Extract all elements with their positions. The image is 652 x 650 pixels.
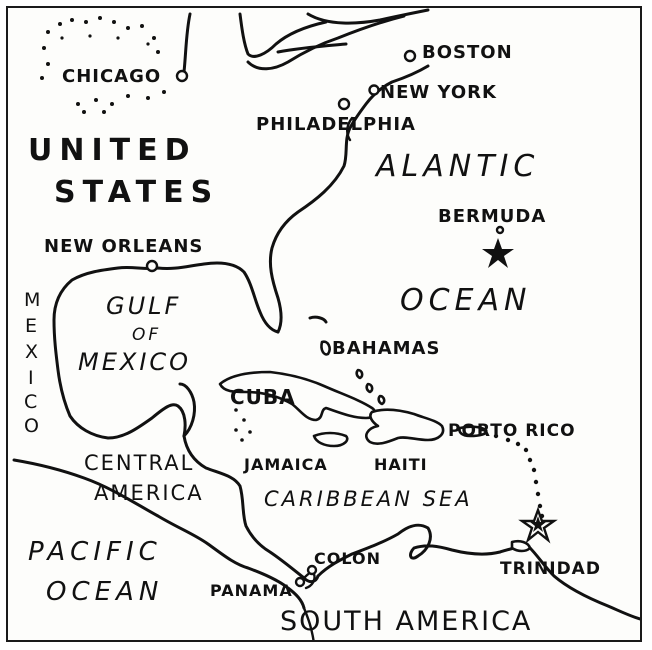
label-cuba: CUBA bbox=[230, 385, 296, 409]
label-mexico-e: E bbox=[25, 315, 38, 337]
south-america-coastline bbox=[316, 523, 532, 578]
panama-marker bbox=[294, 576, 306, 588]
porto-rico-island bbox=[458, 425, 488, 438]
bahamas-island-1 bbox=[308, 315, 328, 324]
label-jamaica: JAMAICA bbox=[243, 455, 328, 474]
label-states: STATES bbox=[54, 175, 219, 210]
caribbean-map: CHICAGO BOSTON NEW YORK PHILADELPHIA UNI… bbox=[12, 8, 640, 640]
jamaica-island bbox=[312, 431, 349, 448]
lake-erie-shore bbox=[246, 14, 406, 71]
map-frame: CHICAGO BOSTON NEW YORK PHILADELPHIA UNI… bbox=[6, 6, 642, 642]
label-ocean-pacific: OCEAN bbox=[46, 577, 163, 607]
label-alantic: ALANTIC bbox=[374, 149, 539, 184]
label-haiti: HAITI bbox=[374, 455, 428, 474]
lesser-antilles-dots bbox=[493, 433, 545, 519]
lake-michigan-shore bbox=[182, 12, 192, 74]
label-bahamas: BAHAMAS bbox=[332, 338, 440, 359]
label-new-york: NEW YORK bbox=[380, 82, 497, 103]
label-new-orleans: NEW ORLEANS bbox=[44, 236, 203, 257]
central-america-coastline-south bbox=[12, 458, 306, 610]
label-mexico-x: X bbox=[25, 341, 39, 363]
bahamas-island-5 bbox=[377, 394, 386, 406]
florida-gulf-coastline bbox=[52, 261, 280, 440]
st-lawrence-shore bbox=[306, 8, 430, 25]
label-south-america: SOUTH AMERICA bbox=[280, 606, 532, 637]
label-trinidad: TRINIDAD bbox=[500, 559, 601, 579]
label-united: UNITED bbox=[28, 133, 197, 168]
label-colon: COLON bbox=[314, 549, 381, 568]
bahamas-island-2 bbox=[320, 340, 331, 356]
hispaniola-island bbox=[365, 408, 445, 445]
bahamas-island-4 bbox=[365, 382, 374, 394]
trinidad-star-center bbox=[530, 516, 546, 532]
label-panama: PANAMA bbox=[210, 581, 293, 600]
label-gulf-mexico: MEXICO bbox=[78, 348, 191, 376]
philadelphia-marker bbox=[337, 97, 351, 111]
cayman-dots bbox=[234, 408, 252, 442]
chicago-marker bbox=[175, 69, 189, 83]
south-america-inland-line bbox=[302, 606, 315, 640]
label-chicago: CHICAGO bbox=[62, 66, 161, 87]
bermuda-marker bbox=[495, 225, 505, 235]
chicago-dotted-region bbox=[40, 16, 166, 114]
label-mexico-o: O bbox=[24, 415, 40, 437]
new-orleans-marker bbox=[145, 259, 159, 273]
label-mexico-i: I bbox=[28, 367, 35, 389]
bermuda-star bbox=[482, 238, 514, 268]
label-pacific: PACIFIC bbox=[28, 537, 162, 567]
label-philadelphia: PHILADELPHIA bbox=[256, 114, 416, 135]
label-bermuda: BERMUDA bbox=[438, 206, 546, 227]
label-of: OF bbox=[132, 325, 161, 345]
south-america-east-coast bbox=[528, 546, 640, 621]
label-america-central: AMERICA bbox=[94, 481, 204, 505]
lake-shore-east bbox=[238, 12, 328, 58]
label-ocean-atlantic: OCEAN bbox=[400, 283, 531, 318]
label-caribbean-sea: CARIBBEAN SEA bbox=[264, 487, 473, 511]
label-porto-rico: PORTO RICO bbox=[448, 421, 576, 441]
lake-ontario-shore bbox=[276, 42, 348, 54]
colon-marker bbox=[306, 564, 318, 576]
trinidad-island bbox=[510, 539, 532, 553]
label-boston: BOSTON bbox=[422, 42, 513, 63]
cuba-island bbox=[218, 370, 377, 422]
label-mexico-m: M bbox=[24, 289, 41, 311]
new-york-marker bbox=[368, 84, 380, 96]
yucatan-coastline bbox=[178, 382, 196, 438]
boston-marker bbox=[403, 49, 417, 63]
label-gulf: GULF bbox=[106, 292, 181, 320]
us-atlantic-coastline bbox=[268, 64, 430, 334]
chesapeake-inlet bbox=[346, 116, 354, 142]
label-mexico-c: C bbox=[24, 391, 38, 413]
label-central: CENTRAL bbox=[84, 451, 194, 475]
bahamas-island-3 bbox=[355, 368, 364, 380]
